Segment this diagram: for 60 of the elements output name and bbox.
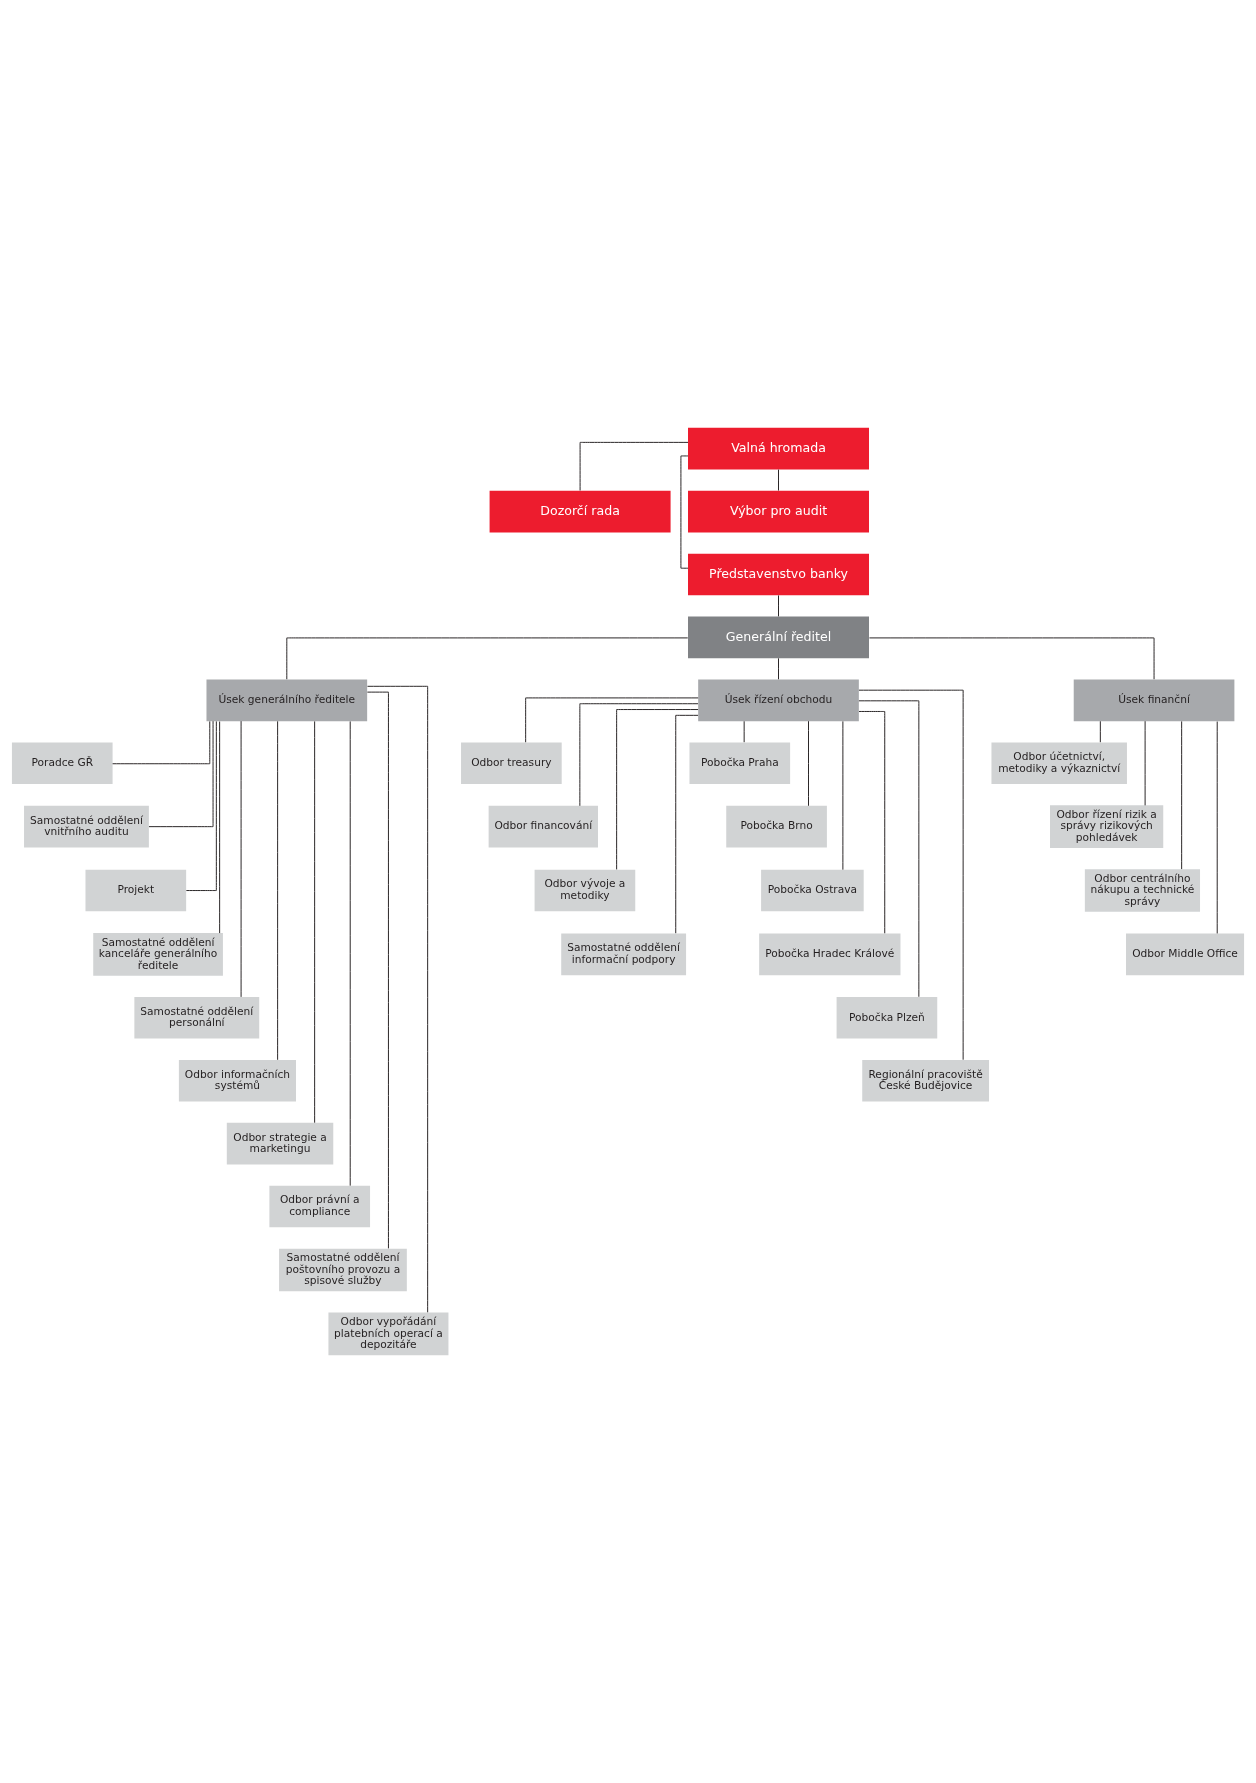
connector <box>219 721 221 934</box>
node-box: Generální ředitel <box>688 616 869 659</box>
node-box: Úsek finanční <box>1073 679 1235 722</box>
connector <box>286 637 689 680</box>
connector <box>1181 720 1183 870</box>
connector <box>868 637 1155 680</box>
node-box: Úsek řízení obchodu <box>698 679 859 722</box>
node-box: Pobočka Hradec Králové <box>759 933 901 976</box>
node-box: Samostatné oddělení kanceláře generálního ředitele <box>93 933 223 976</box>
node-box: Odbor právní a compliance <box>269 1185 371 1228</box>
connector <box>858 700 920 998</box>
node-box: Regionální pracoviště České Budějovice <box>862 1059 990 1102</box>
connector <box>778 657 779 680</box>
node-box: Odbor treasury <box>461 742 562 785</box>
connector <box>277 720 279 1061</box>
connector <box>616 709 699 870</box>
connector <box>675 714 699 934</box>
node-box: Samostatné oddělení vnitřního auditu <box>24 805 149 848</box>
connector <box>314 720 316 1124</box>
node-box: Odbor účetnictví, metodiky a výkaznictví <box>991 742 1127 785</box>
connector <box>858 689 964 1061</box>
connector <box>842 720 844 871</box>
connector <box>579 703 699 807</box>
connector <box>579 441 689 491</box>
node-box: Výbor pro audit <box>688 490 869 533</box>
connector <box>349 720 351 1187</box>
node-box: Valná hromada <box>688 427 869 470</box>
connector <box>367 685 429 1313</box>
connector <box>1216 721 1218 934</box>
connector <box>112 720 211 765</box>
node-box: Odbor strategie a marketingu <box>226 1122 334 1165</box>
connector <box>148 720 214 828</box>
connector <box>858 711 886 934</box>
node-box: Odbor Middle Office <box>1126 933 1245 976</box>
connector <box>185 720 217 891</box>
node-box: Samostatné oddělení poštovního provozu a spisové služby <box>279 1248 407 1292</box>
connector <box>366 691 389 1249</box>
node-box: Odbor informačních systémů <box>178 1059 296 1102</box>
node-box: Dozorčí rada <box>489 490 671 533</box>
connector <box>525 697 699 743</box>
node-box: Pobočka Praha <box>689 742 791 785</box>
node-box: Odbor vývoje a metodiky <box>534 869 636 912</box>
connector <box>808 720 809 807</box>
node-box: Úsek generálního ředitele <box>206 679 368 722</box>
connector <box>778 469 779 491</box>
node-box: Odbor vypořádání platebních operací a depozitáře <box>328 1312 449 1356</box>
connector <box>1099 720 1101 743</box>
node-box: Odbor financování <box>488 805 598 848</box>
node-box: Odbor centrálního nákupu a technické správy <box>1084 869 1201 912</box>
node-box: Pobočka Brno <box>726 805 827 848</box>
node-box: Pobočka Ostrava <box>761 869 864 912</box>
node-box: Projekt <box>85 869 187 912</box>
node-box: Odbor řízení rizik a správy rizikových pohledávek <box>1050 805 1164 848</box>
connector <box>778 594 779 617</box>
node-box: Představenstvo banky <box>688 553 869 596</box>
connector <box>743 720 745 743</box>
node-box: Pobočka Plzeň <box>836 997 938 1039</box>
node-box: Poradce GŘ <box>11 742 113 785</box>
node-box: Samostatné oddělení informační podpory <box>561 933 687 976</box>
node-box: Samostatné oddělení personální <box>134 997 260 1039</box>
